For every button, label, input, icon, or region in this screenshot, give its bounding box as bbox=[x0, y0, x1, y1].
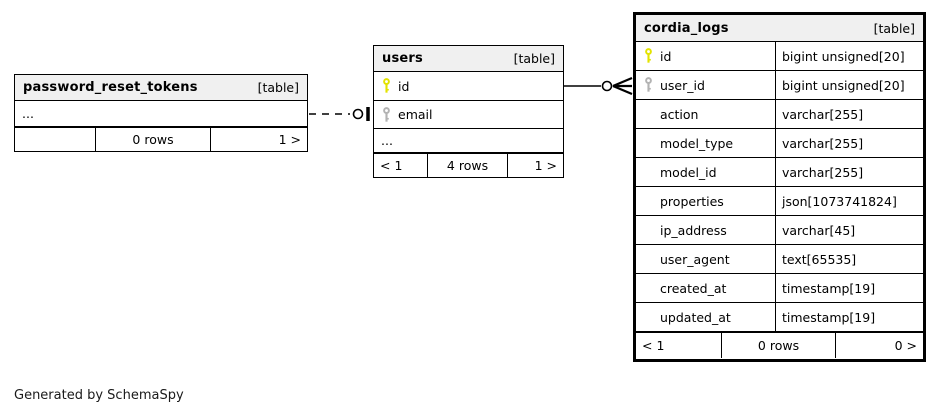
column-name: model_type bbox=[660, 135, 734, 151]
footer-row-count: 4 rows bbox=[427, 154, 507, 177]
column-name: email bbox=[398, 107, 433, 122]
column-name: ip_address bbox=[660, 222, 727, 238]
table-row: properties json[1073741824] bbox=[636, 187, 923, 216]
index-key-icon bbox=[382, 106, 390, 122]
footer-prev: < 1 bbox=[380, 158, 403, 173]
table-row: updated_at timestamp[19] bbox=[636, 303, 923, 332]
column-type: text[65535] bbox=[775, 245, 923, 273]
footer-row-count: 0 rows bbox=[95, 128, 210, 151]
column-type: bigint unsigned[20] bbox=[775, 42, 923, 70]
index-key-icon bbox=[644, 77, 652, 92]
table-header[interactable]: password_reset_tokens [table] bbox=[15, 75, 307, 101]
footer-next: 1 > bbox=[210, 128, 307, 151]
column-type: timestamp[19] bbox=[775, 274, 923, 302]
table-row: created_at timestamp[19] bbox=[636, 274, 923, 303]
table-row: ... bbox=[15, 101, 307, 127]
table-row: id bbox=[374, 72, 563, 101]
column-type: json[1073741824] bbox=[775, 187, 923, 215]
zero-marker-icon bbox=[601, 80, 613, 92]
table-footer: < 1 0 rows 0 > bbox=[636, 332, 923, 358]
table-row: model_type varchar[255] bbox=[636, 129, 923, 158]
footer-next: 1 > bbox=[507, 154, 563, 177]
column-ellipsis: ... bbox=[381, 133, 393, 148]
relationship-password-reset-tokens-users bbox=[309, 107, 370, 121]
column-name: updated_at bbox=[660, 309, 731, 325]
column-name: model_id bbox=[660, 164, 717, 180]
footer-row-count: 0 rows bbox=[721, 333, 835, 358]
table-footer: < 1 4 rows 1 > bbox=[374, 153, 563, 177]
table-header[interactable]: cordia_logs [table] bbox=[636, 15, 923, 42]
column-ellipsis: ... bbox=[22, 106, 34, 121]
column-type: timestamp[19] bbox=[775, 303, 923, 331]
column-type: varchar[255] bbox=[775, 158, 923, 186]
column-name: created_at bbox=[660, 280, 727, 296]
column-type: varchar[255] bbox=[775, 129, 923, 157]
zero-marker-icon bbox=[352, 108, 364, 120]
table-type-tag: [table] bbox=[513, 51, 555, 66]
table-row: ... bbox=[374, 129, 563, 153]
column-name: properties bbox=[660, 193, 724, 209]
table-row: ip_address varchar[45] bbox=[636, 216, 923, 245]
column-type: varchar[45] bbox=[775, 216, 923, 244]
table-node-cordia-logs[interactable]: cordia_logs [table] id bigint unsigned[2… bbox=[633, 12, 926, 362]
table-header[interactable]: users [table] bbox=[374, 46, 563, 72]
table-node-password-reset-tokens[interactable]: password_reset_tokens [table] ... 0 rows… bbox=[14, 74, 308, 152]
table-type-tag: [table] bbox=[873, 20, 915, 36]
table-type-tag: [table] bbox=[257, 80, 299, 95]
table-row: user_agent text[65535] bbox=[636, 245, 923, 274]
primary-key-icon bbox=[382, 78, 390, 93]
column-type: varchar[255] bbox=[775, 100, 923, 128]
column-name: id bbox=[660, 48, 672, 64]
relationship-users-cordia-logs bbox=[564, 76, 633, 96]
column-name: user_agent bbox=[660, 251, 730, 267]
table-title: password_reset_tokens bbox=[23, 80, 198, 95]
footer-next: 0 > bbox=[835, 333, 923, 358]
generated-by-label: Generated by SchemaSpy bbox=[14, 388, 184, 403]
table-row: user_id bigint unsigned[20] bbox=[636, 71, 923, 100]
table-title: users bbox=[382, 51, 423, 66]
table-row: id bigint unsigned[20] bbox=[636, 42, 923, 71]
table-title: cordia_logs bbox=[644, 20, 729, 36]
footer-prev bbox=[15, 128, 95, 151]
table-row: email bbox=[374, 101, 563, 129]
table-row: model_id varchar[255] bbox=[636, 158, 923, 187]
column-type: bigint unsigned[20] bbox=[775, 71, 923, 99]
table-node-users[interactable]: users [table] id email bbox=[373, 45, 564, 178]
table-footer: 0 rows 1 > bbox=[15, 127, 307, 151]
column-name: user_id bbox=[660, 77, 705, 93]
column-name: action bbox=[660, 106, 699, 122]
column-name: id bbox=[398, 78, 410, 94]
crowfoot-marker-icon bbox=[612, 76, 633, 96]
table-row: action varchar[255] bbox=[636, 100, 923, 129]
primary-key-icon bbox=[644, 48, 652, 63]
footer-prev: < 1 bbox=[642, 338, 665, 353]
